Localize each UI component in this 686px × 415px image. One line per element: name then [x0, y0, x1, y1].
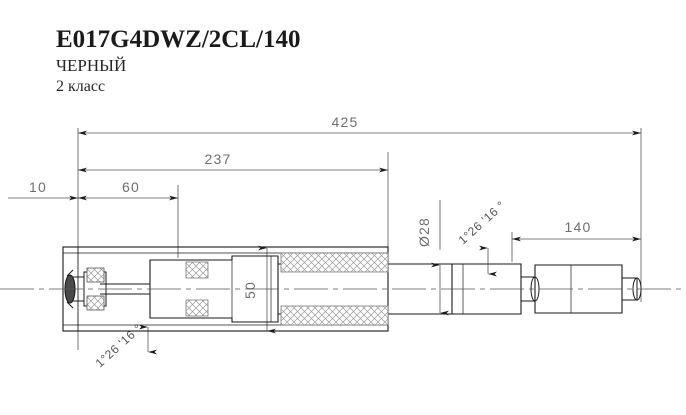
hatch-block-fitting-lower: [86, 295, 105, 311]
dimension-label-50: 50: [242, 281, 258, 299]
dimension-label-140: 140: [565, 219, 592, 235]
hatched-sections-group: [86, 252, 389, 326]
hatch-block-lower-main: [280, 305, 389, 326]
part-color-label: ЧЕРНЫЙ: [56, 56, 127, 75]
hatch-block-upper-small: [185, 261, 209, 279]
hatch-block-fitting-upper: [86, 267, 105, 283]
dimension-label-60: 60: [122, 179, 140, 195]
dimension-label-425: 425: [332, 114, 359, 130]
dimension-label-diameter-28: Ø28: [416, 217, 432, 247]
part-class-label: 2 класс: [56, 78, 106, 95]
retaining-clip-tail: [66, 269, 74, 309]
dimension-labels-group: 425 237 10 60 140 50 Ø28 1°26 '16 ° 1°26…: [29, 114, 592, 370]
part-code-heading: E017G4DWZ/2CL/140: [56, 26, 301, 53]
dimension-label-237: 237: [205, 151, 232, 167]
dimension-lines-group: [8, 128, 642, 355]
annotation-taper-angle-upper-right: 1°26 '16 °: [456, 198, 508, 247]
cylinder-body-outline: [149, 255, 279, 323]
right-cylinder-section-2: [534, 264, 623, 314]
title-block: E017G4DWZ/2CL/140 ЧЕРНЫЙ 2 класс: [56, 26, 536, 97]
dimension-label-10: 10: [29, 179, 47, 195]
annotation-taper-angle-lower-left: 1°26 '16 °: [93, 321, 145, 370]
hatch-block-lower-small: [185, 299, 209, 317]
right-cylinder-section-1: [451, 263, 522, 315]
hatch-block-upper-main: [280, 252, 389, 273]
